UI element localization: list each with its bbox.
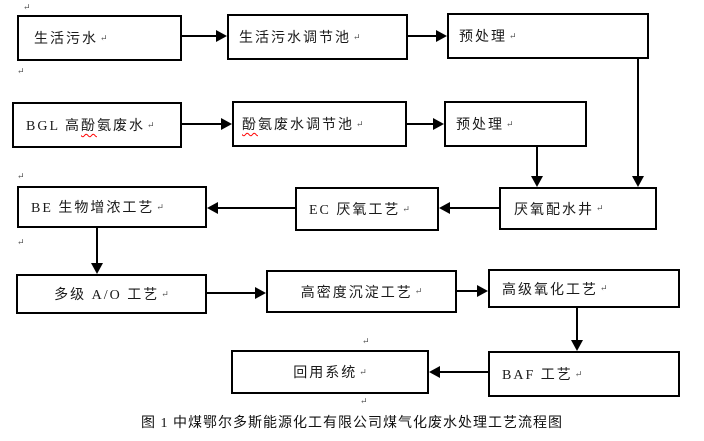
- paragraph-mark-icon: ↵: [574, 368, 583, 379]
- arrow-ec-to-be-line: [217, 207, 295, 209]
- arrow-right-icon: [477, 285, 488, 297]
- arrow-oxidation-to-baf-line: [576, 308, 578, 341]
- node-label: 回用系统: [293, 366, 358, 381]
- paragraph-mark-icon: ↵: [353, 31, 361, 42]
- arrow-pretreatment1-to-well-line: [637, 59, 639, 177]
- arrow-sedimentation-to-oxidation-line: [457, 290, 478, 292]
- node-label: 生活污水: [34, 32, 98, 47]
- paragraph-mark-icon: ↵: [509, 30, 517, 41]
- paragraph-mark-icon: ↵: [23, 2, 31, 12]
- arrow-ao-to-sedimentation-line: [207, 292, 256, 294]
- paragraph-mark-icon: ↵: [17, 66, 25, 76]
- node-pretreatment-1: 预处理↵: [447, 13, 649, 59]
- arrow-right-icon: [216, 30, 227, 42]
- paragraph-mark-icon: ↵: [360, 396, 368, 406]
- arrow-be-to-ao-line: [96, 228, 98, 264]
- arrow-left-icon: [429, 366, 440, 378]
- node-multistage-ao-process: 多级 A/O 工艺↵: [16, 274, 207, 314]
- paragraph-mark-icon: ↵: [362, 336, 370, 346]
- node-label-part: BGL 高: [26, 119, 81, 134]
- node-pretreatment-2: 预处理↵: [444, 101, 587, 147]
- node-anaerobic-water-distribution-well: 厌氧配水井↵: [499, 187, 657, 230]
- arrow-domestic-to-regulating-line: [182, 35, 217, 37]
- node-label-misspelled: 酚: [242, 118, 258, 133]
- node-advanced-oxidation-process: 高级氧化工艺↵: [488, 269, 680, 308]
- arrow-down-icon: [632, 176, 644, 187]
- arrow-pretreatment2-to-well-line: [536, 147, 538, 177]
- node-baf-process: BAF 工艺↵: [488, 351, 680, 397]
- arrow-regulating-to-pretreatment1-line: [408, 35, 437, 37]
- node-label-part: 氨废水: [96, 119, 145, 134]
- node-label: 生活污水调节池: [239, 31, 351, 46]
- paragraph-mark-icon: ↵: [402, 203, 410, 214]
- node-bgl-high-phenol-ammonia-wastewater: BGL 高酚氨废水↵: [12, 102, 182, 148]
- node-be-bio-concentration-process: BE 生物增浓工艺↵: [17, 186, 207, 228]
- paragraph-mark-icon: ↵: [161, 288, 169, 299]
- node-label: BAF 工艺: [502, 368, 573, 383]
- arrow-right-icon: [436, 30, 447, 42]
- arrow-left-icon: [439, 202, 450, 214]
- arrow-down-icon: [91, 263, 103, 274]
- node-domestic-sewage-regulating-tank: 生活污水调节池↵: [227, 14, 408, 60]
- paragraph-mark-icon: ↵: [146, 119, 155, 130]
- node-label-misspelled: 酚: [80, 119, 97, 134]
- paragraph-mark-icon: ↵: [156, 201, 164, 212]
- paragraph-mark-icon: ↵: [100, 32, 108, 43]
- node-label: 高密度沉淀工艺: [300, 285, 413, 301]
- paragraph-mark-icon: ↵: [356, 118, 364, 129]
- paragraph-mark-icon: ↵: [600, 283, 608, 293]
- paragraph-mark-icon: ↵: [359, 366, 367, 377]
- node-label: 预处理: [456, 118, 504, 133]
- arrow-regulating-to-pretreatment2-line: [407, 123, 434, 125]
- node-label: 多级 A/O 工艺: [54, 288, 160, 303]
- node-label: 厌氧配水井: [514, 202, 594, 218]
- arrow-right-icon: [433, 118, 444, 130]
- arrow-down-icon: [531, 176, 543, 187]
- node-ec-anaerobic-process: EC 厌氧工艺↵: [295, 187, 439, 231]
- arrow-left-icon: [207, 202, 218, 214]
- arrow-right-icon: [221, 118, 232, 130]
- paragraph-mark-icon: ↵: [17, 171, 25, 181]
- figure-caption: 图 1 中煤鄂尔多斯能源化工有限公司煤气化废水处理工艺流程图: [141, 416, 563, 431]
- node-phenol-ammonia-regulating-tank: 酚氨废水调节池↵: [232, 101, 407, 147]
- paragraph-mark-icon: ↵: [596, 203, 604, 213]
- node-domestic-sewage: 生活污水↵: [17, 15, 182, 61]
- node-reuse-system: 回用系统↵: [231, 350, 429, 394]
- node-label-part: 氨废水调节池: [258, 118, 354, 133]
- arrow-baf-to-reuse-line: [439, 371, 488, 373]
- arrow-bgl-to-regulating-line: [182, 123, 222, 125]
- node-high-density-sedimentation-process: 高密度沉淀工艺↵: [266, 270, 457, 313]
- node-label: BE 生物增浓工艺: [31, 201, 155, 216]
- node-label: 高级氧化工艺: [502, 282, 598, 298]
- node-label: 预处理: [459, 30, 507, 45]
- arrow-right-icon: [255, 287, 266, 299]
- arrow-well-to-ec-line: [449, 207, 499, 209]
- paragraph-mark-icon: ↵: [506, 118, 514, 129]
- arrow-down-icon: [571, 340, 583, 351]
- paragraph-mark-icon: ↵: [414, 286, 423, 296]
- node-label: EC 厌氧工艺: [309, 203, 401, 218]
- paragraph-mark-icon: ↵: [17, 237, 25, 247]
